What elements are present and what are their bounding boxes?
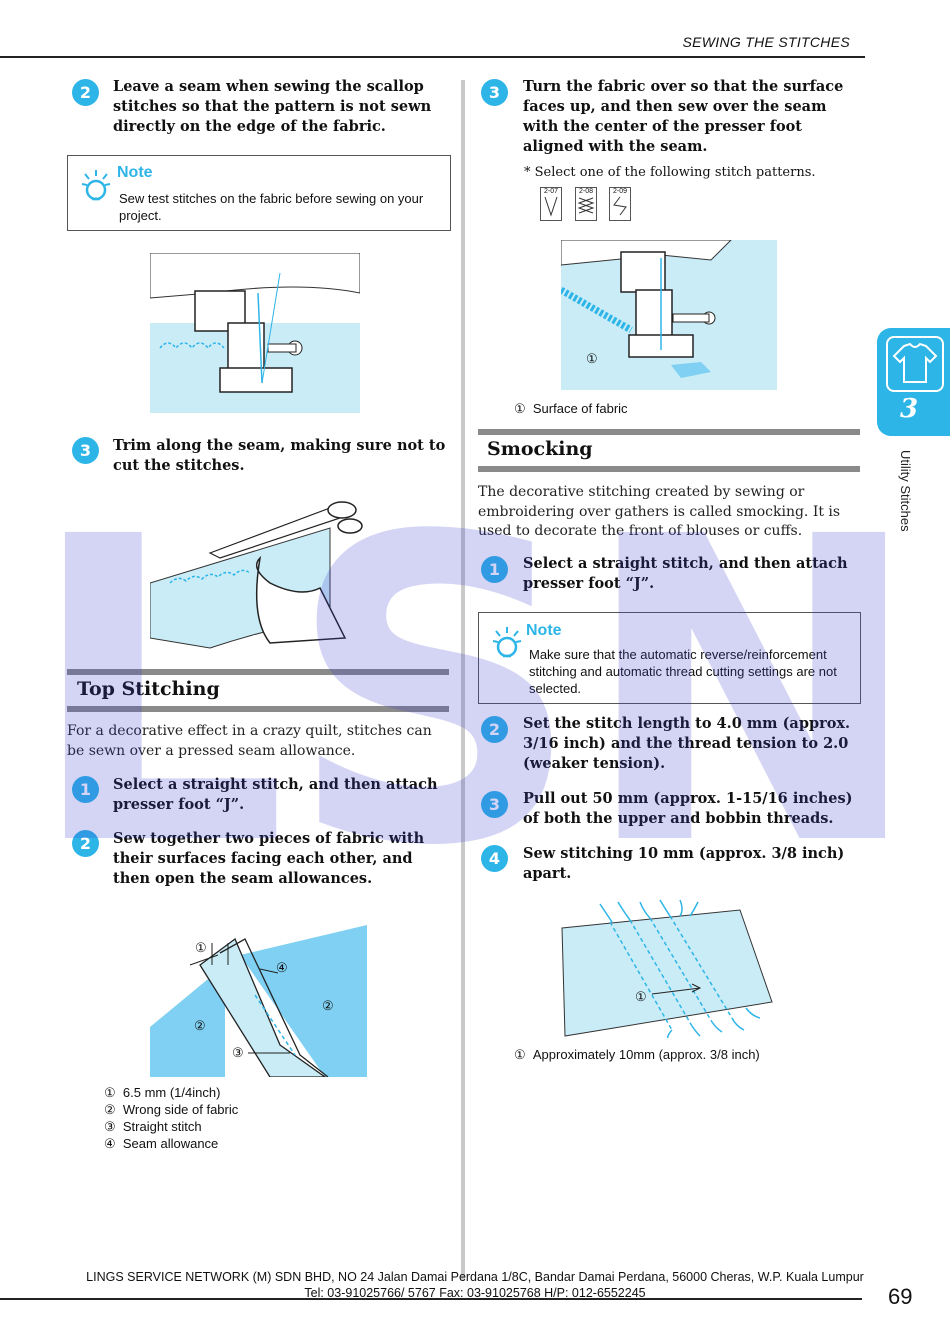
step-text: Leave a seam when sewing the scallop sti… bbox=[113, 78, 432, 135]
figure-legend: ① 6.5 mm (1/4inch) ② Wrong side of fabri… bbox=[104, 1084, 238, 1152]
section-intro: For a decorative effect in a crazy quilt… bbox=[67, 723, 432, 759]
legend-item: ④ Seam allowance bbox=[104, 1136, 219, 1151]
step-text: Trim along the seam, making sure not to … bbox=[113, 437, 446, 474]
figure-label: ① bbox=[195, 940, 207, 955]
section-bar-top bbox=[478, 429, 860, 435]
step-text: Pull out 50 mm (approx. 1-15/16 inches) … bbox=[523, 790, 853, 827]
note-box: Note Sew test stitches on the fabric bef… bbox=[67, 155, 451, 231]
figure-label: ④ bbox=[276, 960, 288, 975]
legend-item: ① Surface of fabric bbox=[514, 401, 628, 416]
surface-stitching-figure: ① bbox=[561, 240, 777, 390]
column-divider bbox=[461, 80, 465, 1280]
step-text: Select a straight stitch, and then attac… bbox=[523, 555, 848, 592]
step-badge: 1 bbox=[72, 776, 99, 803]
select-note: * Select one of the following stitch pat… bbox=[524, 165, 816, 180]
section-bar-bottom bbox=[478, 466, 860, 472]
section-intro: The decorative stitching created by sewi… bbox=[478, 484, 841, 539]
note-text: Sew test stitches on the fabric before s… bbox=[119, 191, 424, 223]
step-badge: 3 bbox=[481, 79, 508, 106]
chapter-label: Utility Stitches bbox=[898, 450, 913, 532]
note-label: Note bbox=[526, 622, 562, 639]
lightbulb-icon bbox=[492, 627, 522, 658]
step-badge: 4 bbox=[481, 845, 508, 872]
figure-label: ② bbox=[194, 1018, 206, 1033]
legend-item: ② Wrong side of fabric bbox=[104, 1102, 239, 1117]
step-badge: 3 bbox=[72, 437, 99, 464]
shirt-icon bbox=[886, 336, 944, 392]
lightbulb-icon bbox=[81, 170, 111, 201]
step-text: Sew stitching 10 mm (approx. 3/8 inch) a… bbox=[523, 845, 845, 882]
presser-foot-figure bbox=[150, 253, 360, 413]
legend-item: ③ Straight stitch bbox=[104, 1119, 202, 1134]
note-box: Note Make sure that the automatic revers… bbox=[478, 612, 861, 704]
step-badge: 2 bbox=[72, 79, 99, 106]
footer-contacts: Tel: 03-91025766/ 5767 Fax: 03-91025768 … bbox=[304, 1286, 646, 1300]
figure-label: ① bbox=[635, 989, 647, 1004]
figure-label: ③ bbox=[232, 1045, 244, 1060]
step-text: Turn the fabric over so that the surface… bbox=[523, 78, 844, 155]
stitch-pattern-icon: 2-07 bbox=[540, 187, 562, 221]
stitch-pattern-icon: 2-09 bbox=[609, 187, 631, 221]
section-title: Top Stitching bbox=[77, 678, 220, 700]
section-title: Smocking bbox=[487, 438, 593, 460]
note-text: Make sure that the automatic reverse/rei… bbox=[529, 647, 837, 696]
figure-label: ① bbox=[586, 351, 598, 366]
section-bar-top bbox=[67, 669, 449, 675]
note-label: Note bbox=[117, 164, 153, 181]
step-badge: 3 bbox=[481, 791, 508, 818]
step-text: Sew together two pieces of fabric with t… bbox=[113, 830, 425, 887]
page-number: 69 bbox=[888, 1284, 913, 1309]
footer-address: LINGS SERVICE NETWORK (M) SDN BHD, NO 24… bbox=[86, 1270, 864, 1284]
trimming-figure bbox=[150, 501, 363, 649]
legend-item: ① 6.5 mm (1/4inch) bbox=[104, 1085, 221, 1100]
step-badge: 2 bbox=[72, 830, 99, 857]
step-text: Select a straight stitch, and then attac… bbox=[113, 776, 438, 813]
stitch-pattern-icon: 2-08 bbox=[575, 187, 597, 221]
figure-label: ② bbox=[322, 998, 334, 1013]
legend-item: ① Approximately 10mm (approx. 3/8 inch) bbox=[514, 1047, 760, 1062]
running-header: SEWING THE STITCHES bbox=[682, 34, 850, 50]
chapter-number: 3 bbox=[900, 394, 919, 424]
seam-figure: ① ④ ② ② ③ bbox=[150, 925, 367, 1077]
footer-rule bbox=[0, 1298, 862, 1300]
header-rule bbox=[0, 56, 865, 58]
smocking-figure: ① bbox=[560, 898, 775, 1038]
step-badge: 1 bbox=[481, 556, 508, 583]
step-badge: 2 bbox=[481, 716, 508, 743]
section-bar-bottom bbox=[67, 706, 449, 712]
step-text: Set the stitch length to 4.0 mm (approx.… bbox=[523, 715, 851, 772]
